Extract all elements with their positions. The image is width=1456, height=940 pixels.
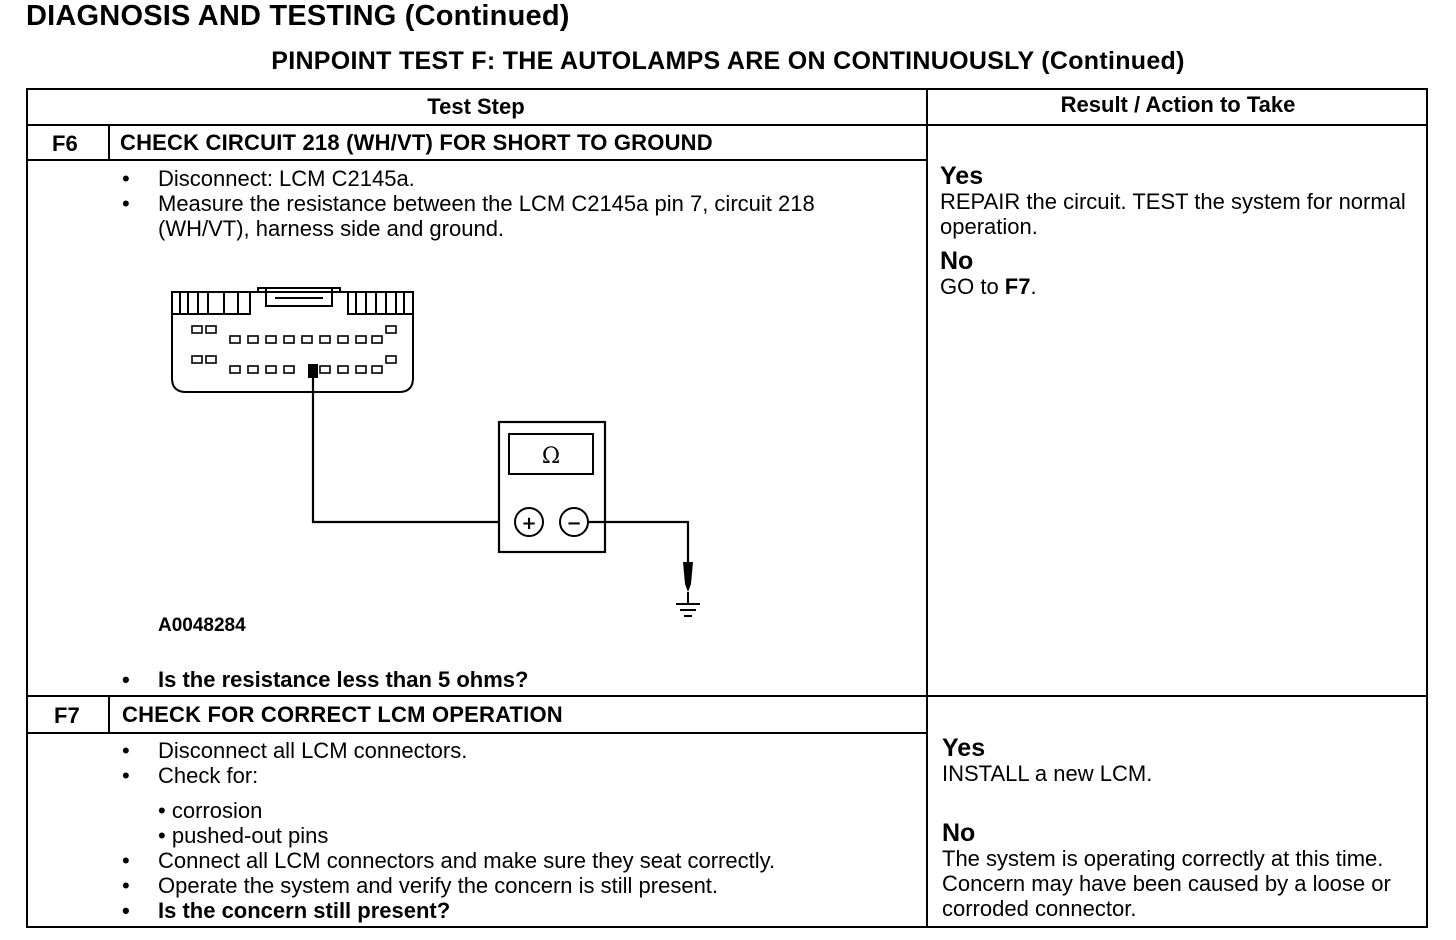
f7-yes-label: Yes [942, 734, 986, 762]
pinpoint-test-table [26, 88, 1428, 928]
f7-bullet-operate: Operate the system and verify the concer… [122, 873, 912, 898]
column-divider [926, 88, 928, 928]
page-header: DIAGNOSIS AND TESTING (Continued) [26, 0, 570, 32]
f7-no-label: No [942, 819, 976, 847]
ohm-symbol: Ω [542, 444, 560, 469]
f7-question: Is the concern still present? [122, 898, 912, 923]
ground-symbol-icon [676, 603, 700, 617]
f6-yes-label: Yes [940, 162, 984, 190]
f7-sub-pushed-out-pins: pushed-out pins [122, 823, 912, 848]
connector-meter-diagram: Ω + − [171, 287, 700, 617]
f7-no-action: The system is operating correctly at thi… [942, 846, 1391, 921]
header-row-divider [26, 124, 1428, 126]
f7-instructions: Disconnect all LCM connectors. Check for… [122, 738, 912, 923]
f7-id-divider [108, 695, 110, 733]
pinpoint-test-title: PINPOINT TEST F: THE AUTOLAMPS ARE ON CO… [271, 47, 1185, 75]
test-lead-negative [588, 520, 690, 562]
f6-no-action: GO to F7. [940, 274, 1037, 299]
column-header-result: Result / Action to Take [1060, 92, 1296, 117]
f7-bullet-connect: Connect all LCM connectors and make sure… [122, 848, 912, 873]
f7-bullet-disconnect: Disconnect all LCM connectors. [122, 738, 912, 763]
test-lead-positive [311, 378, 516, 524]
f6-yes-action: REPAIR the circuit. TEST the system for … [940, 189, 1406, 239]
ohmmeter-display [508, 433, 594, 475]
f6-bullet-measure: Measure the resistance between the LCM C… [122, 191, 892, 241]
f6-bullet-disconnect: Disconnect: LCM C2145a. [122, 166, 892, 191]
f6-title-row-divider [26, 159, 928, 161]
ground-probe [683, 562, 693, 592]
connector-body [171, 291, 414, 393]
goto-f7-link: F7 [1004, 274, 1031, 299]
step-title-f6: CHECK CIRCUIT 218 (WH/VT) FOR SHORT TO G… [120, 130, 713, 155]
f7-result: Yes INSTALL a new LCM. No The system is … [942, 734, 1422, 922]
f7-yes-action: INSTALL a new LCM. [942, 761, 1153, 786]
f7-sub-corrosion: corrosion [122, 798, 912, 823]
connector-latch [257, 287, 341, 307]
step-title-f7: CHECK FOR CORRECT LCM OPERATION [122, 702, 563, 727]
f6-f7-divider [26, 695, 1428, 697]
f6-question: Is the resistance less than 5 ohms? [122, 667, 902, 692]
probe-pin-7 [308, 364, 318, 378]
f6-instructions: Disconnect: LCM C2145a. Measure the resi… [122, 166, 892, 241]
column-header-test-step: Test Step [427, 94, 525, 119]
plus-sign: + [521, 513, 536, 534]
meter-positive-terminal [514, 507, 544, 537]
connector-lock-right [347, 291, 414, 315]
f6-no-label: No [940, 247, 974, 275]
step-id-f7: F7 [54, 703, 80, 728]
minus-sign: − [566, 513, 581, 534]
f7-title-row-divider [26, 732, 928, 734]
f6-question-list: Is the resistance less than 5 ohms? [122, 667, 902, 692]
f7-bullet-check: Check for: [122, 763, 912, 788]
figure-code: A0048284 [158, 615, 246, 636]
step-id-f6: F6 [52, 131, 78, 156]
f6-result: Yes REPAIR the circuit. TEST the system … [940, 162, 1410, 300]
connector-lock-left [171, 291, 251, 315]
f6-id-divider [108, 124, 110, 160]
